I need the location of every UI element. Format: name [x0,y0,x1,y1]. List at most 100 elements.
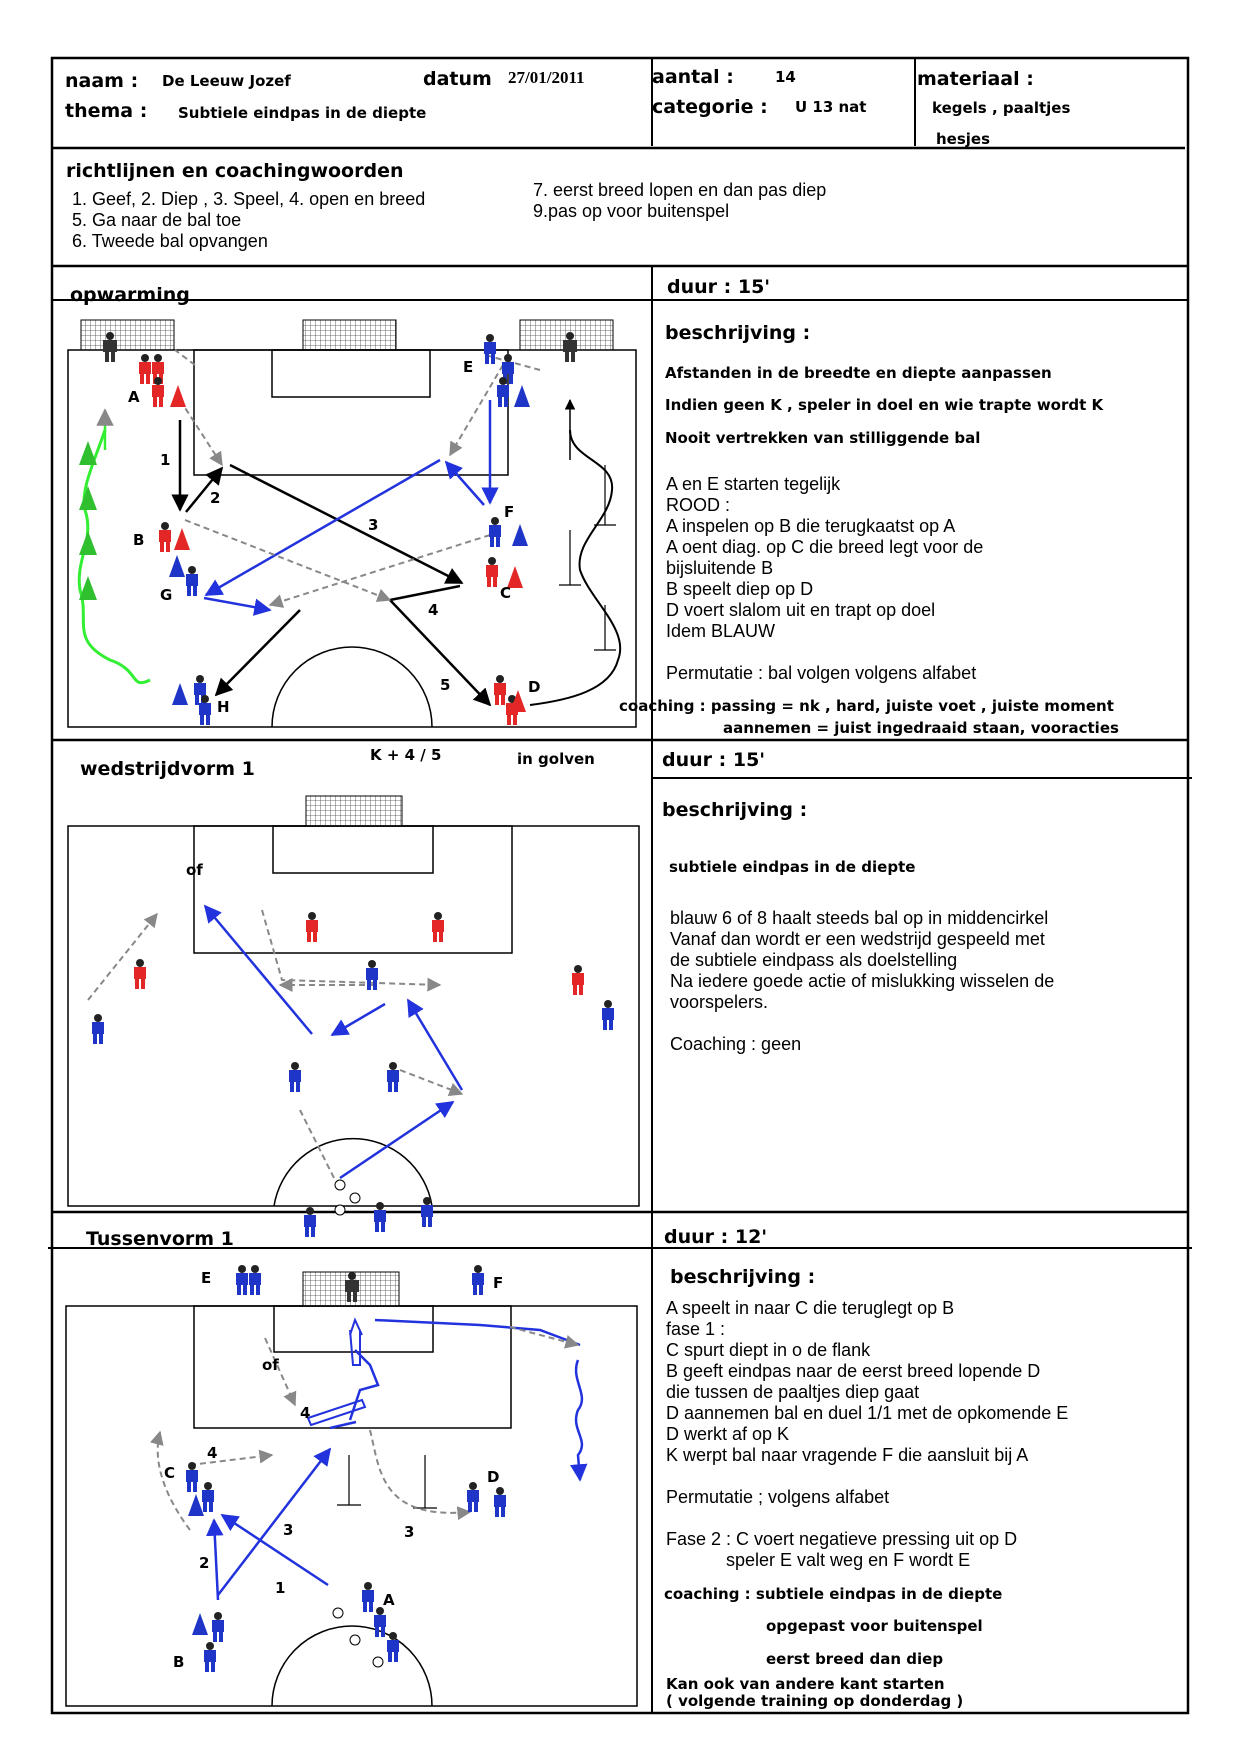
section2-line: Na iedere goede actie of mislukking wiss… [670,971,1055,991]
section3-beschrijving-label: beschrijving : [670,1266,816,1288]
section1-line: Permutatie : bal volgen volgens alfabet [666,663,977,683]
section1-coaching-2: aannemen = juist ingedraaid staan, voora… [723,719,1119,737]
diag1-label-2: 2 [210,489,220,507]
diagram-opwarming: A E 1 2 3 B F G C 4 H 5 D [67,319,637,728]
section2-bold-1: subtiele eindpas in de diepte [669,858,916,876]
section1-line: ROOD : [666,495,731,515]
section3-line: speler E valt weg en F wordt E [666,1550,971,1570]
diag3-label-f: F [493,1274,503,1292]
diag3-label-1: 1 [275,1579,285,1597]
thema-label: thema : [65,100,148,122]
section1-line: bijsluitende B [666,558,774,578]
section2-line [670,1013,1054,1034]
diag3-label-4a: 4 [207,1444,217,1462]
section2-beschrijving-label: beschrijving : [662,799,808,821]
diagram-wedstrijdvorm: of [67,795,640,1237]
diag3-label-b: B [173,1653,184,1671]
section1-bold-3: Nooit vertrekken van stilliggende bal [665,429,981,447]
section2-line: Vanaf dan wordt er een wedstrijd gespeel… [670,929,1045,949]
section1-coaching-1: coaching : passing = nk , hard, juiste v… [619,697,1114,715]
diag3-label-e: E [201,1269,211,1287]
thema-value: Subtiele eindpas in de diepte [178,104,427,122]
diag3-label-3b: 3 [404,1523,414,1541]
section3-line: D werkt af op K [666,1424,790,1444]
section3-line: die tussen de paaltjes diep gaat [666,1382,920,1402]
guideline-5: 9.pas op voor buitenspel [533,201,730,221]
guideline-4: 7. eerst breed lopen en dan pas diep [533,180,827,200]
diag1-label-a: A [128,388,140,406]
section2-line: voorspelers. [670,992,769,1012]
guidelines-title: richtlijnen en coachingwoorden [66,160,404,182]
naam-value: De Leeuw Jozef [162,72,291,90]
section2-description: blauw 6 of 8 haalt steeds bal op in midd… [670,908,1054,1055]
diag1-label-c: C [500,584,511,602]
section2-line: blauw 6 of 8 haalt steeds bal op in midd… [670,908,1049,928]
aantal-label: aantal : [652,66,734,88]
section3-line: fase 1 : [666,1319,726,1339]
section3-line [666,1466,1068,1487]
section3-description: A speelt in naar C die teruglegt op B fa… [666,1298,1068,1571]
diag1-label-1: 1 [160,451,170,469]
section1-beschrijving-label: beschrijving : [665,322,811,344]
section3-line: B geeft eindpas naar de eerst breed lope… [666,1361,1041,1381]
section1-title: opwarming [70,284,190,306]
section2-duur: duur : 15' [662,749,766,771]
section3-footer-2: ( volgende training op donderdag ) [666,1692,964,1710]
section3-coaching-3: eerst breed dan diep [766,1650,944,1668]
section3-coaching-1: coaching : subtiele eindpas in de diepte [664,1585,1003,1603]
diag3-label-4b: 4 [300,1404,310,1422]
datum-value: 27/01/2011 [508,68,585,87]
diag3-label-d: D [487,1468,499,1486]
datum-label: datum [423,68,492,90]
categorie-label: categorie : [652,96,768,118]
section1-line [666,642,983,663]
diag1-label-f: F [504,503,514,521]
section1-bold-1: Afstanden in de breedte en diepte aanpas… [665,364,1052,382]
section1-line: B speelt diep op D [666,579,814,599]
section1-line: A en E starten tegelijk [666,474,841,494]
section3-footer-1: Kan ook van andere kant starten [666,1675,945,1693]
diag3-label-c: C [164,1464,175,1482]
guideline-1: 1. Geef, 2. Diep , 3. Speel, 4. open en … [72,189,426,209]
naam-label: naam : [65,70,139,92]
section3-coaching-2: opgepast voor buitenspel [766,1617,983,1635]
section1-description: A en E starten tegelijk ROOD : A inspele… [666,474,983,684]
guideline-3: 6. Tweede bal opvangen [72,231,268,251]
section3-line: Fase 2 : C voert negatieve pressing uit … [666,1529,1018,1549]
diag1-label-h: H [217,698,230,716]
materiaal-line2: hesjes [936,130,991,148]
diag1-label-g: G [160,586,172,604]
materiaal-label: materiaal : [917,68,1034,90]
section2-subtitle2: in golven [517,750,595,768]
section3-line: A speelt in naar C die teruglegt op B [666,1298,955,1318]
diag3-label-of: of [262,1356,279,1374]
section2-line: de subtiele eindpass als doelstelling [670,950,958,970]
section2-subtitle: K + 4 / 5 [370,746,442,764]
guideline-2: 5. Ga naar de bal toe [72,210,242,230]
section3-line: Permutatie ; volgens alfabet [666,1487,890,1507]
section2-title: wedstrijdvorm 1 [80,758,255,780]
section3-line [666,1508,1068,1529]
diag1-label-b: B [133,531,144,549]
diag3-label-2: 2 [199,1554,209,1572]
diag1-label-e: E [463,358,473,376]
diag1-label-5: 5 [440,676,450,694]
aantal-value: 14 [775,68,796,86]
section3-line: K werpt bal naar vragende F die aansluit… [666,1445,1029,1465]
section3-line: C spurt diept in o de flank [666,1340,871,1360]
section3-duur: duur : 12' [664,1226,768,1248]
diag2-label-of: of [186,861,203,879]
section1-bold-2: Indien geen K , speler in doel en wie tr… [665,396,1104,414]
section3-line: D aannemen bal en duel 1/1 met de opkome… [666,1403,1069,1423]
section2-line: Coaching : geen [670,1034,802,1054]
materiaal-line1: kegels , paaltjes [932,99,1071,117]
diag3-label-3a: 3 [283,1521,293,1539]
diag3-label-a: A [383,1591,395,1609]
diag1-label-3: 3 [368,516,378,534]
diagram-tussenvorm: E F of 4 4 C D 3 3 2 1 A B [65,1265,638,1707]
section1-line: Idem BLAUW [666,621,776,641]
section1-line: A oent diag. op C die breed legt voor de [666,537,984,557]
section1-line: D voert slalom uit en trapt op doel [666,600,936,620]
categorie-value: U 13 nat [795,98,867,116]
